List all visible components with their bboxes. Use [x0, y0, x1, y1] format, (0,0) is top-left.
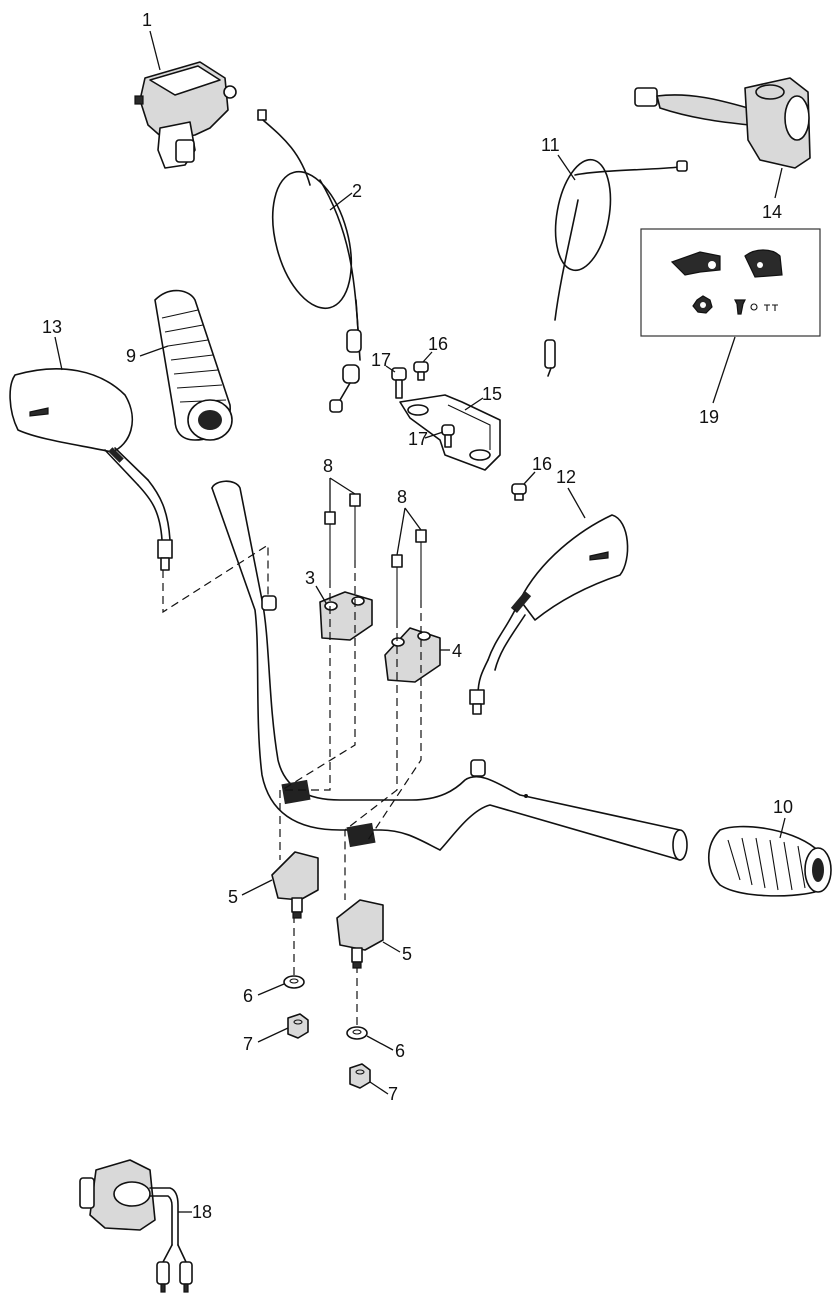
callout-19: 19 — [699, 407, 719, 427]
part-13-left-mirror[interactable] — [9, 368, 173, 571]
part-6-washer-left[interactable] — [283, 975, 305, 989]
part-17-bolt-upper[interactable] — [391, 367, 407, 399]
callout-9: 9 — [126, 346, 136, 366]
part-16-bolt-upper[interactable] — [413, 361, 429, 381]
callout-17-upper: 17 — [371, 350, 391, 370]
callout-6-left: 6 — [243, 986, 253, 1006]
callout-3: 3 — [305, 568, 315, 588]
handlebar-tube[interactable] — [211, 480, 688, 861]
part-19-repair-kit[interactable] — [640, 228, 821, 337]
callout-4: 4 — [452, 641, 462, 661]
part-16-bolt-lower[interactable] — [511, 483, 527, 501]
callout-17-lower: 17 — [408, 429, 428, 449]
callout-16-lower: 16 — [532, 454, 552, 474]
part-12-right-mirror[interactable] — [469, 514, 629, 715]
callout-7-right: 7 — [388, 1084, 398, 1104]
callout-8-right: 8 — [397, 487, 407, 507]
callout-2: 2 — [352, 181, 362, 201]
part-14-throttle-housing[interactable] — [634, 77, 811, 169]
part-17-bolt-lower[interactable] — [441, 424, 455, 448]
callout-6-right: 6 — [395, 1041, 405, 1061]
part-9-left-grip[interactable] — [154, 289, 233, 441]
callout-5-left: 5 — [228, 887, 238, 907]
callout-1: 1 — [142, 10, 152, 30]
callout-12: 12 — [556, 467, 576, 487]
part-10-right-grip[interactable] — [708, 825, 832, 897]
part-1-master-cylinder[interactable] — [134, 61, 237, 169]
callout-18: 18 — [192, 1202, 212, 1222]
part-18-switch[interactable] — [79, 1159, 193, 1293]
callout-7-left: 7 — [243, 1034, 253, 1054]
part-7-nut-left[interactable] — [287, 1013, 309, 1039]
callout-15: 15 — [482, 384, 502, 404]
callout-10: 10 — [773, 797, 793, 817]
part-7-nut-right[interactable] — [349, 1063, 371, 1089]
part-11-throttle-cable[interactable] — [544, 155, 688, 377]
callout-13: 13 — [42, 317, 62, 337]
part-5-lower-clamp-left[interactable] — [271, 851, 319, 919]
part-4-upper-clamp[interactable] — [384, 627, 441, 683]
part-2-brake-cable[interactable] — [257, 109, 365, 413]
callout-11: 11 — [541, 135, 560, 155]
callout-8-left: 8 — [323, 456, 333, 476]
callout-16-upper: 16 — [428, 334, 448, 354]
callout-14: 14 — [762, 202, 782, 222]
part-5-lower-clamp-right[interactable] — [336, 899, 384, 969]
part-6-washer-right[interactable] — [346, 1026, 368, 1040]
part-3-upper-clamp[interactable] — [319, 591, 373, 641]
callout-5-right: 5 — [402, 944, 412, 964]
